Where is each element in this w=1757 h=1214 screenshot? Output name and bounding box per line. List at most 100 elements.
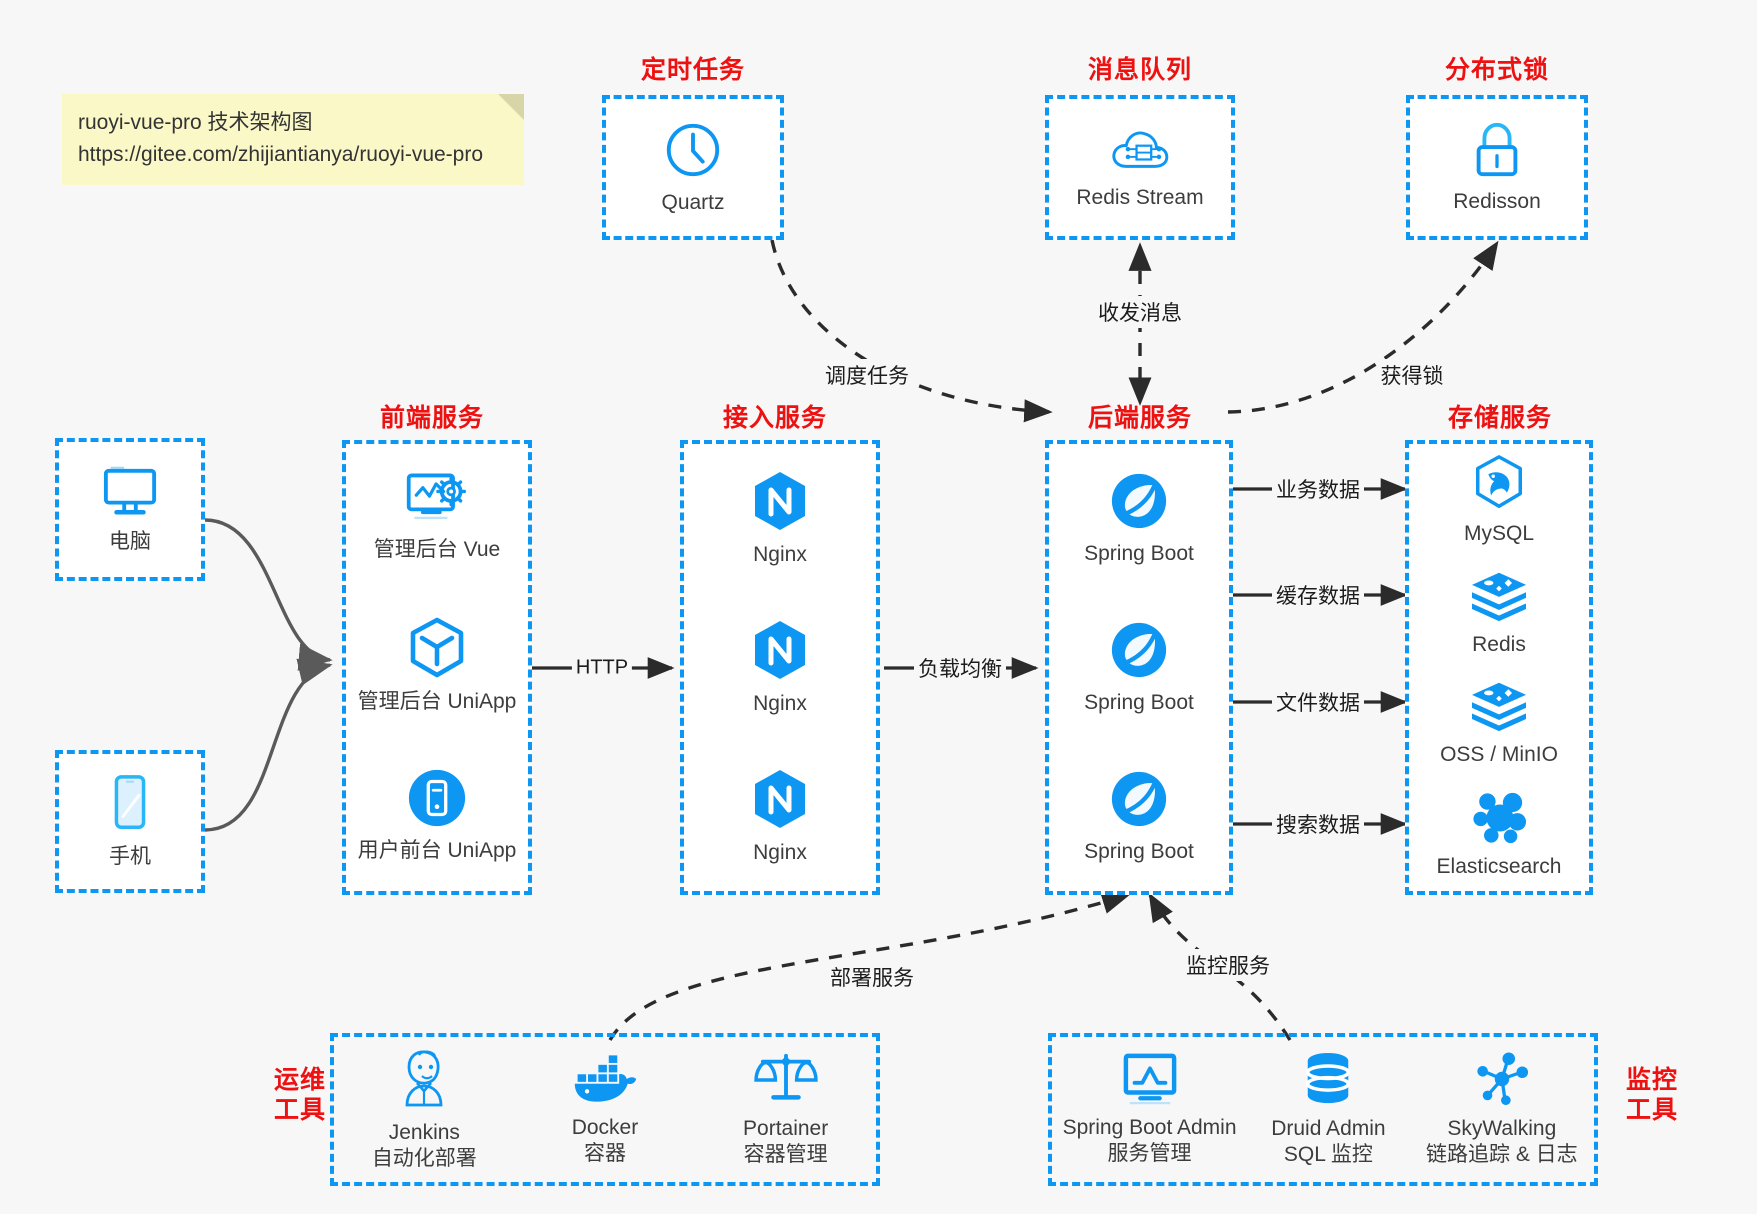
node-label: OSS / MinIO (1440, 742, 1558, 766)
node-docker[interactable]: Docker 容器 (515, 1052, 695, 1168)
note-title: ruoyi-vue-pro 技术架构图 (78, 111, 313, 134)
node-sublabel: 容器管理 (743, 1143, 828, 1166)
group-client-desktop: 电脑 (55, 438, 205, 581)
spring-leaf-icon (1111, 622, 1167, 677)
edge-label-cache-data: 缓存数据 (1272, 579, 1364, 611)
heading-devops-line2: 工具 (273, 1095, 326, 1124)
padlock-icon (1476, 122, 1518, 176)
edge-label-monitor-service: 监控服务 (1182, 949, 1274, 981)
group-storage: MySQL Redis OSS / MinIO (1405, 440, 1593, 895)
elasticsearch-cluster-icon (1473, 793, 1527, 844)
clock-icon (666, 123, 720, 176)
node-redisson[interactable]: Redisson (1410, 120, 1584, 215)
node-label: Jenkins (388, 1120, 460, 1144)
node-admin-vue[interactable]: 管理后台 Vue (346, 470, 528, 563)
node-elasticsearch[interactable]: Elasticsearch (1409, 789, 1589, 880)
node-skywalking[interactable]: SkyWalking 链路追踪 & 日志 (1410, 1051, 1594, 1169)
node-label: Elasticsearch (1436, 855, 1562, 879)
object-storage-stack-icon (1472, 682, 1526, 732)
heading-monitoring: 监控 工具 (1612, 1066, 1692, 1125)
edge-label-schedule-task: 调度任务 (821, 359, 913, 391)
node-spring-boot-1[interactable]: Spring Boot (1049, 470, 1229, 567)
node-nginx-1[interactable]: Nginx (684, 469, 876, 568)
wire-mobile-to-frontend (204, 658, 333, 832)
node-label: Redisson (1453, 189, 1541, 213)
sticky-note: ruoyi-vue-pro 技术架构图 https://gitee.com/zh… (62, 94, 524, 185)
node-label: 手机 (109, 844, 151, 868)
node-spring-boot-3[interactable]: Spring Boot (1049, 768, 1229, 865)
group-devops: Jenkins 自动化部署 Docker 容器 (330, 1033, 880, 1186)
node-druid-admin[interactable]: Druid Admin SQL 监控 (1247, 1051, 1410, 1169)
node-label: Spring Boot (1084, 541, 1194, 565)
node-label: Redis Stream (1076, 185, 1204, 209)
node-nginx-3[interactable]: Nginx (684, 767, 876, 866)
node-label: Druid Admin (1271, 1116, 1386, 1140)
node-label: 用户前台 UniApp (357, 839, 517, 863)
cloud-network-icon (1112, 131, 1169, 168)
spring-leaf-icon (1111, 771, 1167, 826)
scales-balance-icon (753, 1053, 818, 1100)
hexagon-cube-icon (410, 617, 464, 678)
node-sublabel: SQL 监控 (1283, 1143, 1373, 1166)
node-mobile[interactable]: 手机 (59, 773, 201, 870)
node-sublabel: 服务管理 (1107, 1142, 1192, 1165)
group-frontend: 管理后台 Vue 管理后台 UniApp 用户前台 UniApp (342, 440, 532, 895)
node-nginx-2[interactable]: Nginx (684, 618, 876, 717)
node-redis-stream[interactable]: Redis Stream (1049, 124, 1231, 211)
node-admin-uniapp[interactable]: 管理后台 UniApp (346, 616, 528, 715)
node-label: 管理后台 Vue (373, 538, 501, 562)
node-label: Portainer (743, 1116, 829, 1140)
node-label: Nginx (753, 691, 807, 715)
redis-stack-icon (1472, 572, 1526, 621)
node-user-uniapp[interactable]: 用户前台 UniApp (346, 767, 528, 864)
node-quartz[interactable]: Quartz (606, 119, 780, 216)
edge-label-http: HTTP (571, 655, 633, 681)
group-scheduled-task: Quartz (602, 95, 784, 240)
edge-label-load-balance: 负载均衡 (914, 652, 1006, 684)
node-sublabel: 容器 (583, 1142, 626, 1165)
group-distributed-lock: Redisson (1406, 95, 1588, 240)
note-url: https://gitee.com/zhijiantianya/ruoyi-vu… (78, 142, 484, 166)
docker-whale-icon (574, 1054, 637, 1102)
heading-message-queue: 消息队列 (1087, 56, 1193, 84)
node-label: Nginx (753, 542, 807, 566)
node-label: 管理后台 UniApp (357, 689, 517, 713)
group-message-queue: Redis Stream (1045, 95, 1235, 240)
node-label: Quartz (661, 190, 725, 214)
node-sublabel: 自动化部署 (371, 1147, 477, 1170)
edge-label-business-data: 业务数据 (1272, 473, 1364, 505)
node-label: Spring Boot Admin (1062, 1115, 1237, 1139)
node-label: Spring Boot (1084, 690, 1194, 714)
node-redis[interactable]: Redis (1409, 569, 1589, 658)
heading-scheduled-task: 定时任务 (640, 56, 746, 84)
dashboard-gear-icon (406, 473, 467, 520)
node-mysql[interactable]: MySQL (1409, 454, 1589, 547)
heading-devops: 运维 工具 (260, 1066, 340, 1125)
mysql-dolphin-icon (1475, 455, 1523, 509)
node-spring-boot-2[interactable]: Spring Boot (1049, 619, 1229, 716)
heading-monitoring-line2: 工具 (1625, 1095, 1678, 1124)
node-portainer[interactable]: Portainer 容器管理 (695, 1051, 875, 1169)
desktop-monitor-icon (103, 466, 157, 515)
node-oss-minio[interactable]: OSS / MinIO (1409, 679, 1589, 768)
node-label: Docker (571, 1115, 639, 1139)
wire-acquire-lock (1227, 240, 1499, 414)
node-spring-boot-admin[interactable]: Spring Boot Admin 服务管理 (1052, 1052, 1247, 1168)
node-label: Spring Boot (1084, 839, 1194, 863)
heading-storage: 存储服务 (1447, 404, 1553, 432)
node-jenkins[interactable]: Jenkins 自动化部署 (334, 1047, 514, 1173)
edge-label-file-data: 文件数据 (1272, 686, 1364, 718)
node-sublabel: 链路追踪 & 日志 (1425, 1143, 1578, 1166)
mobile-circle-icon (408, 770, 466, 827)
node-desktop[interactable]: 电脑 (59, 464, 201, 555)
nginx-icon (755, 471, 805, 530)
node-label: 电脑 (109, 529, 151, 553)
node-label: Redis (1472, 632, 1526, 656)
heading-distributed-lock: 分布式锁 (1444, 56, 1550, 84)
wire-desktop-to-frontend (204, 518, 333, 671)
heading-backend: 后端服务 (1087, 404, 1193, 432)
group-gateway: Nginx Nginx Nginx (680, 440, 880, 895)
group-backend: Spring Boot Spring Boot Spring Boot (1045, 440, 1233, 895)
smartphone-icon (114, 774, 146, 829)
